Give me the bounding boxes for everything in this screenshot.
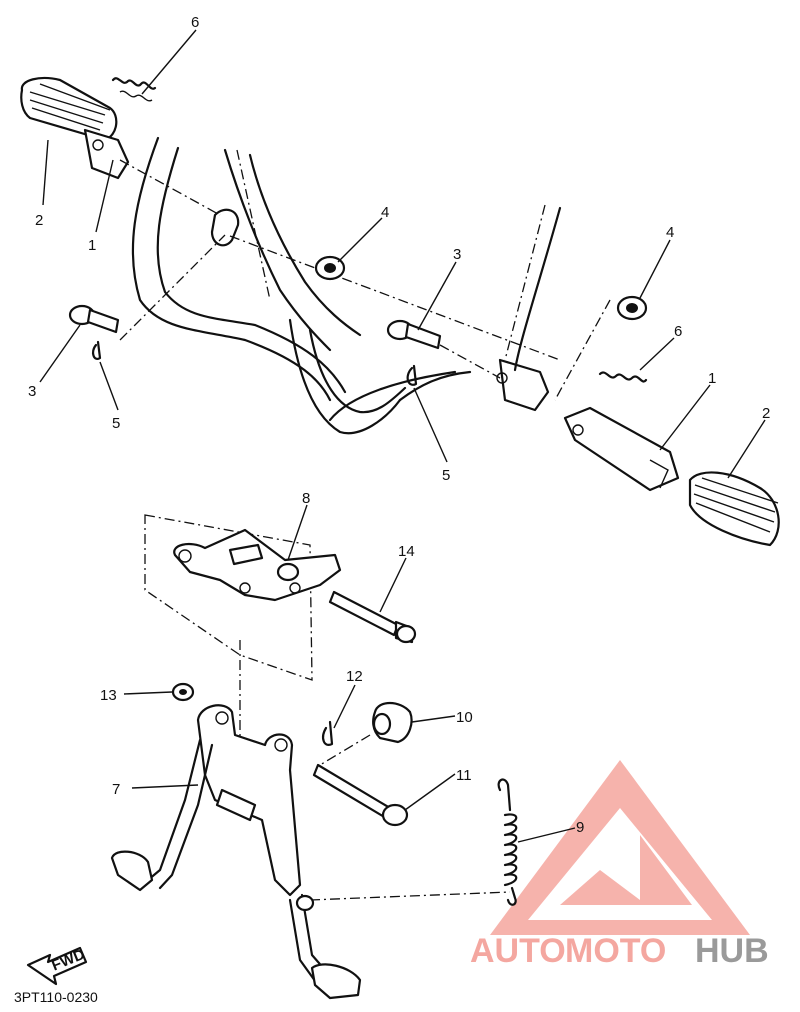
shaft-11 (312, 763, 409, 827)
right-footrest-rubber (688, 471, 780, 547)
callout-1-left: 1 (88, 237, 96, 254)
callout-4-left: 4 (381, 204, 389, 221)
main-stand (110, 640, 362, 1000)
callout-3-left: 3 (28, 383, 36, 400)
callout-6-left: 6 (191, 14, 199, 31)
callout-5-left: 5 (112, 415, 120, 432)
stand-bracket (144, 514, 342, 681)
left-clip (91, 340, 102, 360)
right-washer (554, 295, 648, 401)
washer-13 (171, 682, 195, 702)
left-footrest-rubber (20, 76, 118, 142)
left-washer (314, 255, 346, 281)
callout-8: 8 (302, 490, 310, 507)
watermark-text: AUTO MOTO HUB (470, 932, 769, 970)
callout-12: 12 (346, 668, 363, 685)
stopper-10 (319, 701, 413, 766)
callout-3-right: 3 (453, 246, 461, 263)
left-pin (68, 234, 226, 341)
watermark-auto: AUTO (470, 932, 566, 970)
callout-5-right: 5 (442, 467, 450, 484)
right-pin (386, 319, 501, 379)
callout-numbers: 6 2 1 4 3 5 3 4 6 5 1 2 8 14 12 13 10 7 … (28, 14, 770, 836)
right-clip (406, 364, 418, 386)
bolt-14 (328, 590, 417, 644)
callout-6-right: 6 (674, 323, 682, 340)
callout-4-right: 4 (666, 224, 674, 241)
spring-9 (309, 778, 518, 906)
callout-10: 10 (456, 709, 473, 726)
callout-9: 9 (576, 819, 584, 836)
right-footrest-bracket (563, 406, 680, 492)
fwd-arrow-icon: FWD (26, 946, 87, 986)
callout-1-right: 1 (708, 370, 716, 387)
callout-2-right: 2 (762, 405, 770, 422)
clip-12 (322, 720, 334, 746)
frame-pipe (131, 136, 562, 435)
callout-2-left: 2 (35, 212, 43, 229)
callout-11: 11 (456, 767, 472, 784)
callout-13: 13 (100, 687, 117, 704)
watermark-hub: HUB (695, 932, 769, 970)
callout-7: 7 (112, 781, 120, 798)
callout-14: 14 (398, 543, 415, 560)
right-spring (598, 371, 648, 383)
part-code: 3PT110-0230 (14, 989, 98, 1005)
left-spring (111, 77, 157, 102)
leader-lines (39, 29, 766, 843)
left-footrest-bracket (83, 128, 221, 216)
watermark-triangle-logo (490, 760, 750, 935)
watermark-moto: MOTO (565, 932, 666, 970)
